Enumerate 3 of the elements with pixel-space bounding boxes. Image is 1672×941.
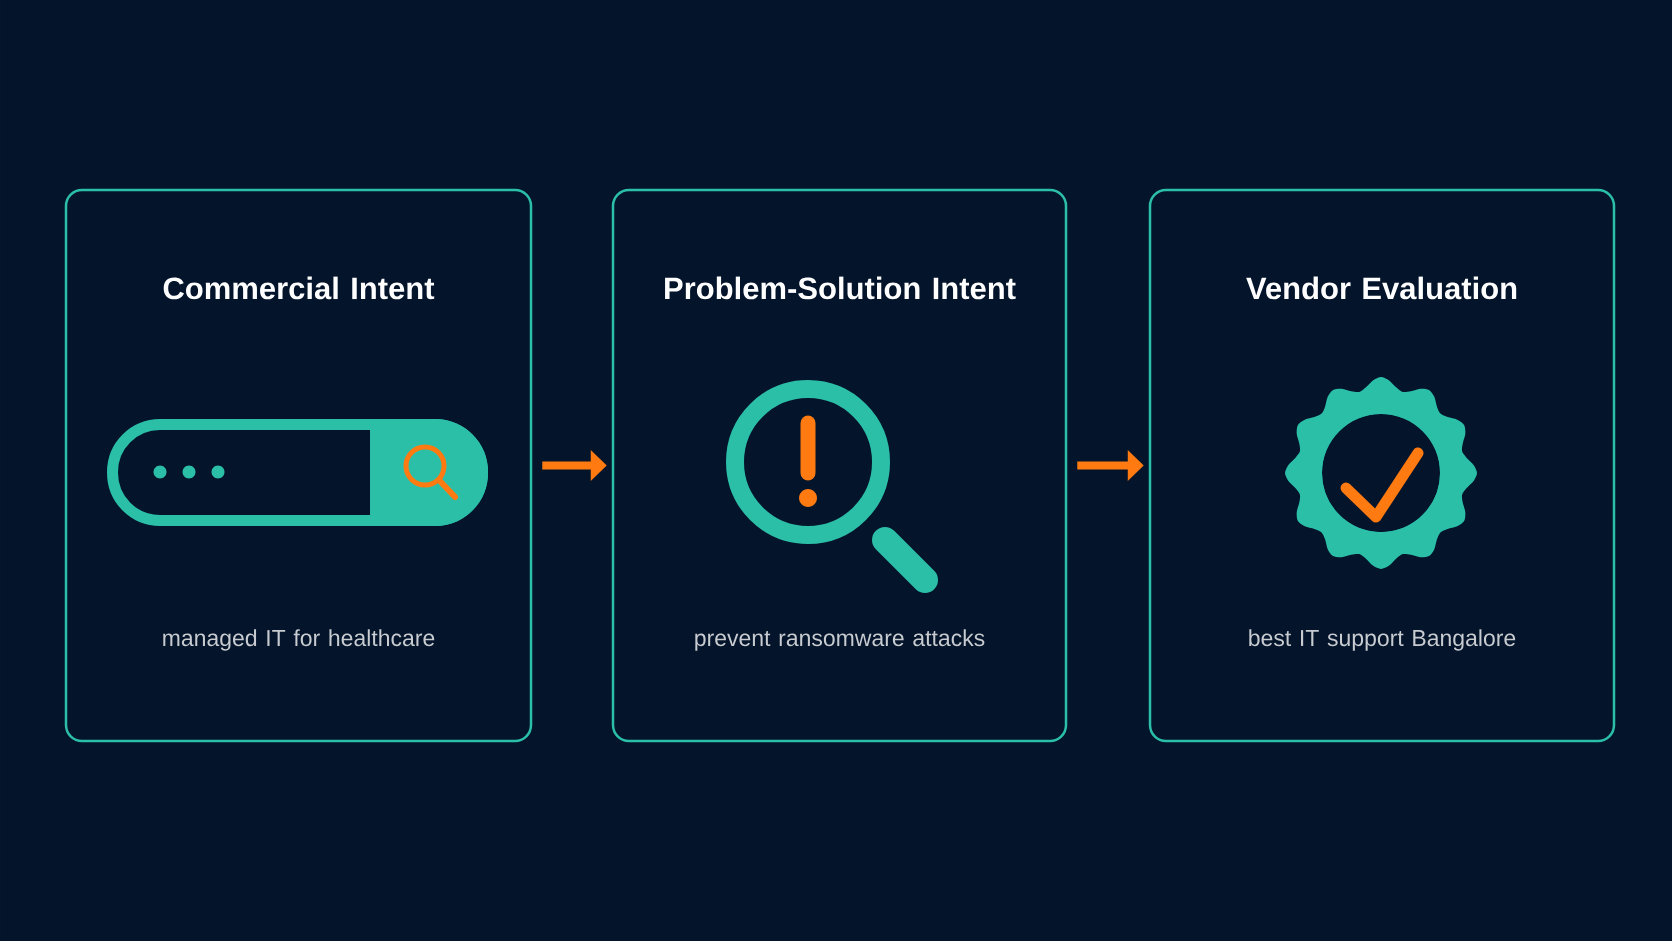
card: Commercial Intent managed IT for healthcare: [64, 188, 533, 743]
card: Problem-Solution Intent prevent ransomware attacks: [611, 188, 1068, 743]
card: Vendor Evaluation best IT support Bangalore: [1148, 188, 1616, 743]
